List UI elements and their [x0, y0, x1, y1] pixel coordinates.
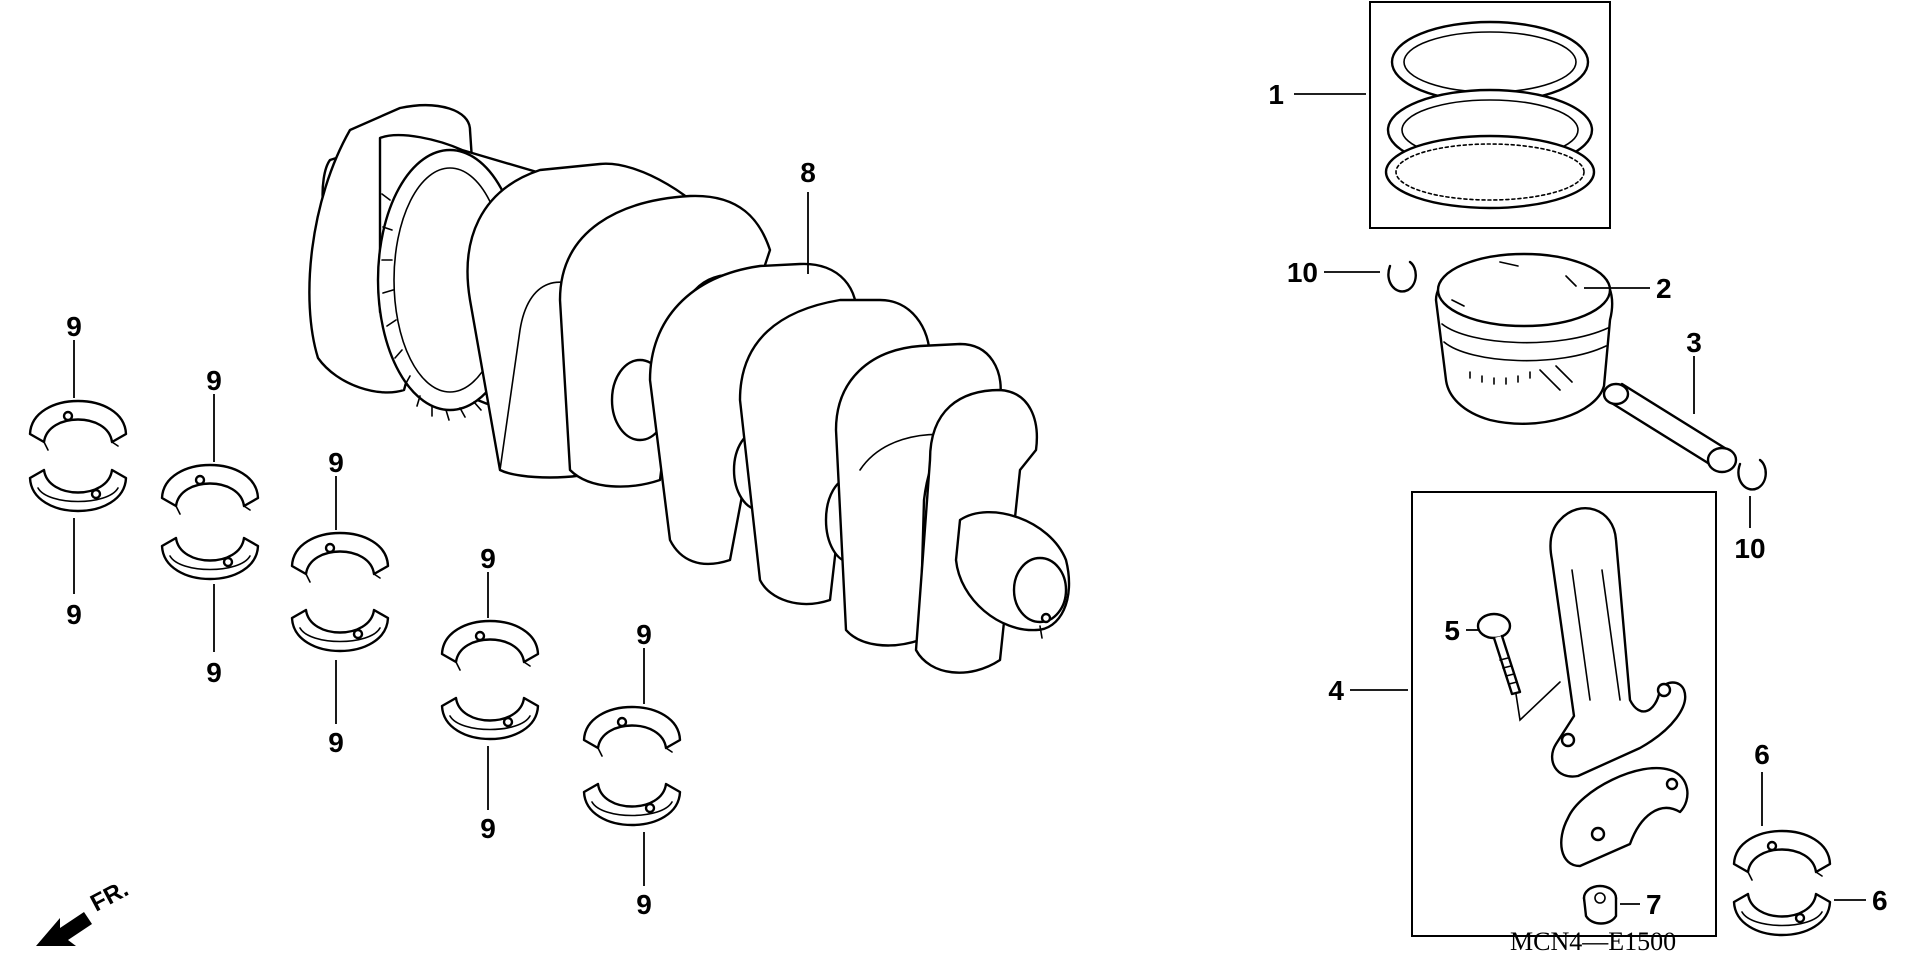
callout-labels: 1 2 3 4 5 6 6 7 8 10 10 9 9 9 9 9 9 9 9 …	[66, 79, 1887, 920]
callout-9-d-top: 9	[480, 543, 496, 574]
callout-10-bottom: 10	[1734, 533, 1765, 564]
callout-9-c-bottom: 9	[328, 727, 344, 758]
crankpin-bearings	[1732, 829, 1832, 937]
leader-lines	[73, 93, 1866, 905]
callout-9-b-bottom: 9	[206, 657, 222, 688]
callout-4: 4	[1328, 675, 1344, 706]
callout-9-a-top: 9	[66, 311, 82, 342]
front-direction-indicator: FR.	[36, 875, 133, 946]
piston-pin	[1602, 382, 1738, 474]
callout-9-b-top: 9	[206, 365, 222, 396]
piston	[1434, 252, 1614, 425]
callout-2: 2	[1656, 273, 1672, 304]
callout-7: 7	[1646, 889, 1662, 920]
callout-10-top: 10	[1287, 257, 1318, 288]
callout-9-e-top: 9	[636, 619, 652, 650]
piston-ring-set	[1384, 20, 1596, 210]
callout-5: 5	[1444, 615, 1460, 646]
callout-9-e-bottom: 9	[636, 889, 652, 920]
callout-1: 1	[1268, 79, 1284, 110]
callout-8: 8	[800, 157, 816, 188]
callout-6-top: 6	[1754, 739, 1770, 770]
piston-ring-set-frame	[1369, 1, 1611, 229]
callout-9-c-top: 9	[328, 447, 344, 478]
callout-6-bottom: 6	[1872, 885, 1888, 916]
callout-9-d-bottom: 9	[480, 813, 496, 844]
front-arrow-icon	[36, 912, 92, 946]
piston-pin-clips	[1387, 260, 1767, 491]
connecting-rod-frame	[1411, 491, 1717, 937]
callout-9-a-bottom: 9	[66, 599, 82, 630]
diagram-code: MCN4—E1500	[1510, 927, 1676, 956]
crankshaft	[308, 104, 1071, 674]
connecting-rod-bolt	[1476, 612, 1561, 722]
connecting-rod	[1549, 507, 1689, 868]
callout-3: 3	[1686, 327, 1702, 358]
connecting-rod-nut	[1582, 884, 1618, 925]
front-label: FR.	[86, 875, 133, 917]
